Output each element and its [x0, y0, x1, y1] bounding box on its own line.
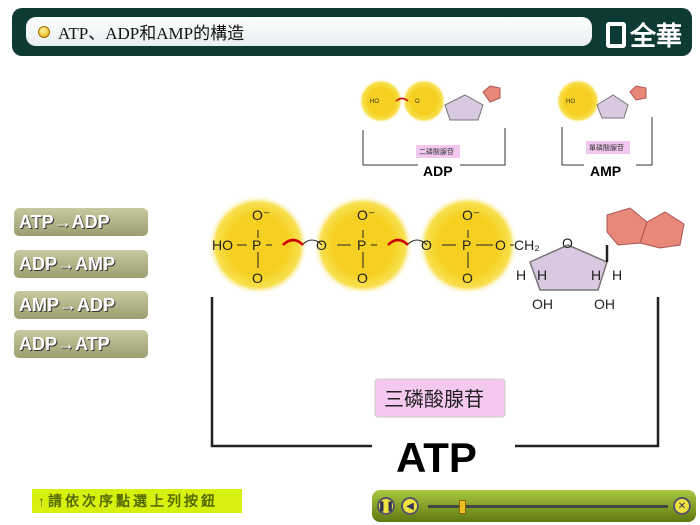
svg-text:O: O [562, 235, 573, 251]
svg-text:P: P [462, 237, 471, 253]
high-energy-bond [395, 97, 409, 102]
logo-text: 全華 [629, 21, 682, 51]
amp-label: AMP [590, 163, 621, 179]
svg-text:P: P [252, 237, 261, 253]
svg-text:O: O [357, 270, 368, 286]
bullet-icon [38, 25, 50, 38]
rewind-icon[interactable]: ◀ [401, 497, 419, 515]
svg-text:O: O [462, 270, 473, 286]
svg-text:O: O [415, 99, 420, 105]
button-label: ATP→ADP [19, 211, 110, 232]
adp-label: ADP [423, 163, 453, 179]
header-bar: ATP、ADP和AMP的構造 全華 [12, 8, 692, 56]
ribose-ring [596, 94, 629, 119]
button-label: AMP→ADP [19, 294, 116, 315]
adp-name: 二磷酸腺苷 [419, 147, 454, 156]
adenine-base [629, 85, 647, 101]
svg-text:O⁻: O⁻ [357, 207, 375, 223]
adp-name-box [416, 145, 460, 158]
title-box: ATP、ADP和AMP的構造 [26, 17, 592, 46]
svg-text:H: H [537, 267, 547, 283]
logo: 全華 [605, 16, 682, 53]
phosphate-circle [359, 79, 403, 123]
adp-to-amp-button[interactable]: ADP→AMP [14, 250, 148, 278]
svg-text:O: O [316, 237, 327, 253]
svg-text:OH: OH [532, 296, 553, 312]
adp-diagram: HO O 二磷酸腺苷 ADP [359, 79, 506, 179]
ribose-ring [444, 94, 484, 121]
instruction-hint: ↑請依次序點選上列按鈕 [32, 489, 242, 513]
svg-text:HO: HO [370, 99, 379, 105]
phosphate-circle-3 [418, 195, 518, 295]
adenine-base [606, 207, 648, 246]
phosphate-circle [556, 79, 600, 123]
svg-text:H: H [612, 267, 622, 283]
adp-to-atp-button[interactable]: ADP→ATP [14, 330, 148, 358]
high-energy-bond [282, 238, 409, 246]
progress-thumb[interactable] [459, 500, 467, 514]
close-icon[interactable]: ✕ [673, 497, 691, 515]
svg-text:O⁻: O⁻ [252, 207, 270, 223]
button-label: ADP→ATP [19, 333, 110, 354]
button-label: ADP→AMP [19, 253, 116, 274]
pause-icon[interactable]: ❚❚ [377, 497, 395, 515]
ribose-ring [529, 244, 608, 291]
svg-text:H: H [516, 267, 526, 283]
amp-diagram: HO 單磷酸腺苷 AMP [556, 79, 653, 179]
svg-text:P: P [357, 237, 366, 253]
phosphate-circle-1 [208, 195, 308, 295]
atp-to-adp-button[interactable]: ATP→ADP [14, 208, 148, 236]
logo-mark-icon [605, 21, 626, 48]
atp-name: 三磷酸腺苷 [384, 388, 484, 411]
amp-name-box [586, 141, 630, 154]
svg-text:O: O [495, 237, 506, 253]
atp-name-box [374, 378, 506, 418]
atp-label: ATP [396, 434, 477, 481]
svg-text:CH₂: CH₂ [514, 237, 540, 253]
svg-text:HO: HO [566, 99, 575, 105]
svg-text:O: O [252, 270, 263, 286]
amp-name: 單磷酸腺苷 [589, 143, 624, 152]
amp-to-adp-button[interactable]: AMP→ADP [14, 291, 148, 319]
media-player: ❚❚ ◀ ✕ [372, 490, 696, 522]
svg-text:OH: OH [594, 296, 615, 312]
svg-text:O⁻: O⁻ [462, 207, 480, 223]
adenine-base [482, 85, 501, 103]
progress-track[interactable] [428, 500, 668, 514]
svg-text:H: H [591, 267, 601, 283]
svg-text:O: O [421, 237, 432, 253]
page-title: ATP、ADP和AMP的構造 [58, 24, 245, 43]
adenine-base [639, 211, 685, 249]
svg-text:HO: HO [212, 237, 233, 253]
phosphate-circle-2 [313, 195, 413, 295]
phosphate-circle [402, 79, 446, 123]
